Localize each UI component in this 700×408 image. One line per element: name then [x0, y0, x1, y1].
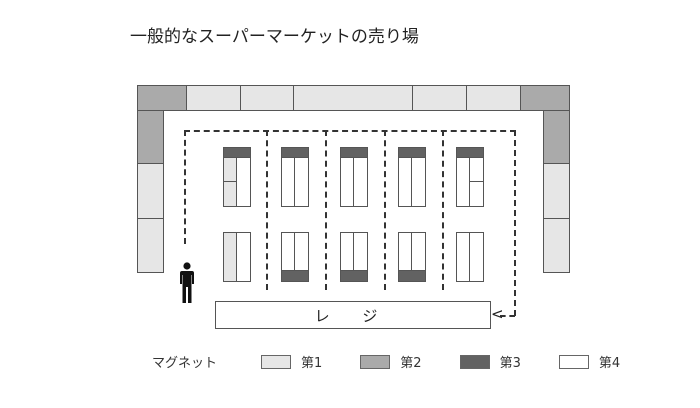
legend-swatch — [261, 354, 292, 369]
shelf-section — [411, 232, 426, 271]
shelf-section — [236, 157, 251, 207]
path-left — [184, 130, 186, 244]
shelf-section — [340, 232, 354, 271]
legend-swatch — [360, 354, 391, 369]
register-label: レ ジ — [314, 306, 392, 325]
shelf-section — [223, 232, 237, 282]
shelf-section — [456, 232, 470, 282]
shelf-section — [469, 157, 484, 182]
legend-item-label: 第2 — [400, 356, 422, 371]
path-right — [514, 130, 516, 316]
shelf-end-cap — [340, 270, 368, 282]
aisle-divider — [266, 130, 268, 290]
shelf-section — [398, 232, 412, 271]
legend-item-label: 第3 — [499, 356, 521, 371]
legend-item-label: 第1 — [301, 356, 323, 371]
right-wall-section — [543, 110, 570, 164]
shelf-section — [411, 157, 426, 207]
shelf-section — [469, 232, 484, 282]
legend: マグネット 第1 第2 第3 第4 — [152, 352, 658, 371]
shelf-section — [294, 157, 309, 207]
top-wall-section — [240, 85, 294, 111]
top-wall-section — [466, 85, 521, 111]
person-icon — [180, 262, 194, 303]
aisle-divider — [442, 130, 444, 290]
shelf-section — [281, 157, 295, 207]
shelf-section — [236, 232, 251, 282]
top-wall-section — [412, 85, 467, 111]
legend-title: マグネット — [152, 356, 218, 371]
shelf-section — [223, 157, 237, 182]
shelf-end-cap — [398, 270, 426, 282]
top-wall-section — [293, 85, 413, 111]
diagram-title: 一般的なスーパーマーケットの売り場 — [130, 27, 419, 47]
right-wall-section — [543, 218, 570, 273]
shelf-section — [340, 157, 354, 207]
top-wall-corner-left — [137, 85, 187, 111]
left-wall-section — [137, 218, 164, 273]
shelf-section — [398, 157, 412, 207]
shelf-section — [281, 232, 295, 271]
shelf-section — [353, 157, 368, 207]
shelf-end-cap — [281, 270, 309, 282]
path-to-register — [500, 315, 515, 317]
path-top — [184, 130, 516, 132]
legend-item-magnet-3: 第3 — [459, 352, 521, 371]
shelf-section — [469, 181, 484, 207]
left-wall-section — [137, 110, 164, 164]
legend-item-label: 第4 — [598, 356, 621, 371]
legend-swatch — [459, 354, 490, 369]
legend-item-magnet-1: 第1 — [261, 352, 322, 371]
right-wall-section — [543, 163, 570, 219]
shelf-section — [353, 232, 368, 271]
register-counter: レ ジ — [215, 301, 491, 329]
shelf-section — [294, 232, 309, 271]
left-wall-section — [137, 163, 164, 219]
shelf-section — [223, 181, 237, 207]
shelf-section — [456, 157, 470, 207]
legend-item-magnet-4: 第4 — [558, 352, 621, 371]
arrow-left-icon: < — [491, 305, 504, 323]
aisle-divider — [325, 130, 327, 290]
top-wall-corner-right — [520, 85, 570, 111]
aisle-divider — [384, 130, 386, 290]
top-wall-section — [186, 85, 241, 111]
legend-item-magnet-2: 第2 — [360, 352, 422, 371]
legend-swatch — [558, 354, 589, 369]
